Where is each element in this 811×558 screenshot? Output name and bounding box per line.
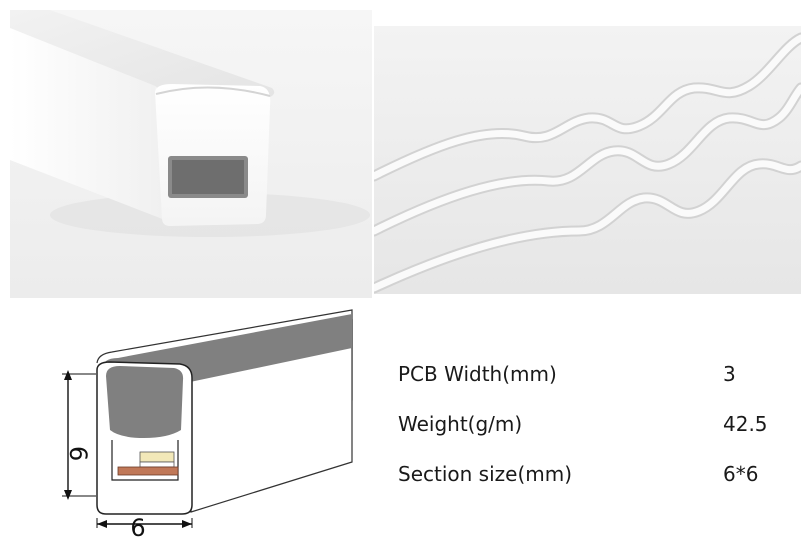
spec-value: 3 [723,362,736,386]
spec-label: Weight(g/m) [398,412,523,436]
spec-label: PCB Width(mm) [398,362,557,386]
spec-row-weight: Weight(g/m) 42.5 [398,412,798,452]
bent-strips-image [374,26,801,294]
height-dimension-label: 6 [64,446,92,461]
cross-section-drawing: 6 6 [62,309,353,542]
specifications-table: PCB Width(mm) 3 Weight(g/m) 42.5 Section… [398,362,798,512]
profile-photo-image [10,10,372,298]
width-dimension-label: 6 [130,514,145,542]
cross-section-diagram: 6 6 [40,300,365,550]
spec-row-pcb-width: PCB Width(mm) 3 [398,362,798,402]
spec-label: Section size(mm) [398,462,573,486]
spec-value: 6*6 [723,462,759,486]
bent-strips-photo [374,26,801,294]
spec-row-section-size: Section size(mm) 6*6 [398,462,798,502]
profile-photo [10,10,372,298]
spec-value: 42.5 [723,412,768,436]
